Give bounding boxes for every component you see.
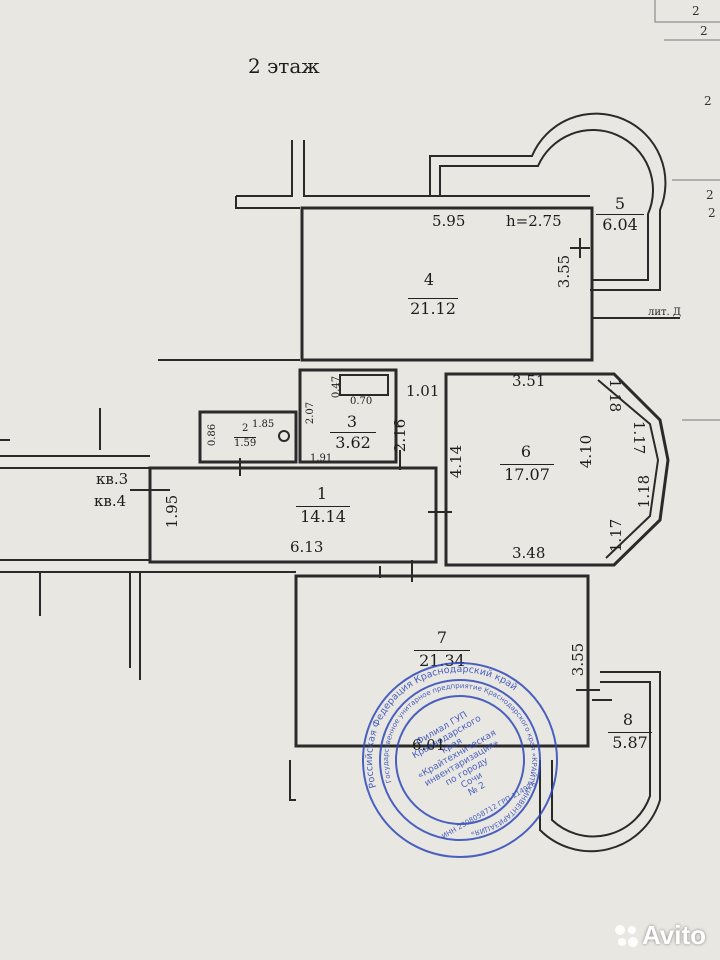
room-4-number: 4 (423, 270, 435, 289)
label-kv3: кв.3 (96, 470, 129, 488)
label-lit: лит. Д (648, 307, 682, 318)
tick (570, 238, 590, 258)
room-1-outline (148, 466, 438, 564)
label-kv4: кв.4 (94, 492, 127, 510)
room-6-area: 17.07 (500, 464, 554, 483)
dim-2-16: 2.16 (391, 418, 410, 453)
dim-1-01: 1.01 (406, 382, 440, 400)
dim-2-07: 2.07 (305, 401, 317, 425)
room-5-area: 6.04 (596, 214, 644, 233)
dim-1-91: 1.91 (310, 453, 333, 464)
dim-1-18-b: 1.18 (635, 474, 654, 509)
dim-1-17-a: 1.17 (630, 420, 649, 455)
dim-6-01: 6.01 (412, 736, 446, 754)
room-4-area: 21.12 (408, 298, 458, 317)
official-stamp: Российская Федерация Краснодарский край … (339, 644, 560, 860)
room-3-area: 3.62 (330, 432, 376, 451)
dim-4-14: 4.14 (447, 444, 466, 479)
wall (289, 760, 296, 801)
floor-title: 2 этаж (248, 54, 320, 78)
dim-4-10: 4.10 (577, 434, 596, 469)
dim-3-55-b: 3.55 (569, 642, 588, 677)
edge-number: 2 (704, 94, 712, 108)
room-6-outline (444, 372, 670, 567)
wall (303, 140, 590, 197)
dim-1-18-a: 1.18 (606, 378, 625, 413)
table-line (654, 0, 720, 23)
wall (235, 196, 300, 209)
wall (236, 140, 293, 197)
room-8-number: 8 (622, 710, 634, 729)
room-3-number: 3 (346, 412, 358, 431)
room-7-outline (294, 574, 590, 748)
balcony-8-outline (539, 671, 661, 853)
dim-3-48: 3.48 (512, 544, 546, 562)
avito-logo-icon (615, 925, 638, 947)
edge-number: 2 (700, 24, 708, 38)
dim-1-17-b: 1.17 (607, 518, 626, 553)
balcony-5-outline (429, 112, 667, 291)
dim-3-51: 3.51 (512, 372, 546, 390)
edge-number: 2 (708, 206, 716, 220)
tick (239, 450, 401, 476)
room-3-outline (298, 368, 398, 464)
room-6-number: 6 (520, 442, 532, 461)
room-1-number: 1 (316, 484, 328, 503)
room-1-area: 14.14 (296, 506, 350, 525)
dim-1-95: 1.95 (163, 494, 182, 529)
room-2-number: 2 (242, 423, 249, 434)
edge-number: 2 (706, 188, 714, 202)
room-4-outline (300, 206, 594, 362)
dim-6-13: 6.13 (290, 538, 324, 556)
edge-number: 2 (692, 4, 700, 18)
room-5-number: 5 (614, 194, 626, 213)
dim-0-70: 0.70 (350, 396, 373, 407)
dim-0-47: 0.47 (331, 375, 343, 399)
room-7-number: 7 (436, 628, 448, 647)
balcony-5-inner (439, 128, 655, 281)
dim-5-95: 5.95 (432, 212, 466, 230)
toilet-icon (278, 430, 290, 442)
avito-watermark: Avito (642, 920, 707, 950)
dim-0-86: 0.86 (207, 423, 219, 447)
room-8-area: 5.87 (608, 732, 652, 751)
dim-1-85: 1.85 (252, 419, 275, 430)
room-6-window (597, 379, 660, 559)
bath-icon (339, 374, 389, 396)
dim-3-55-a: 3.55 (555, 254, 574, 289)
room-2-outline (198, 410, 298, 464)
room-7-area: 21.34 (414, 650, 470, 669)
dim-height: h=2.75 (506, 212, 562, 230)
balcony-8-inner (551, 681, 651, 838)
room-2-area: 1.59 (234, 437, 257, 449)
tick (379, 511, 452, 582)
tick (576, 689, 612, 701)
